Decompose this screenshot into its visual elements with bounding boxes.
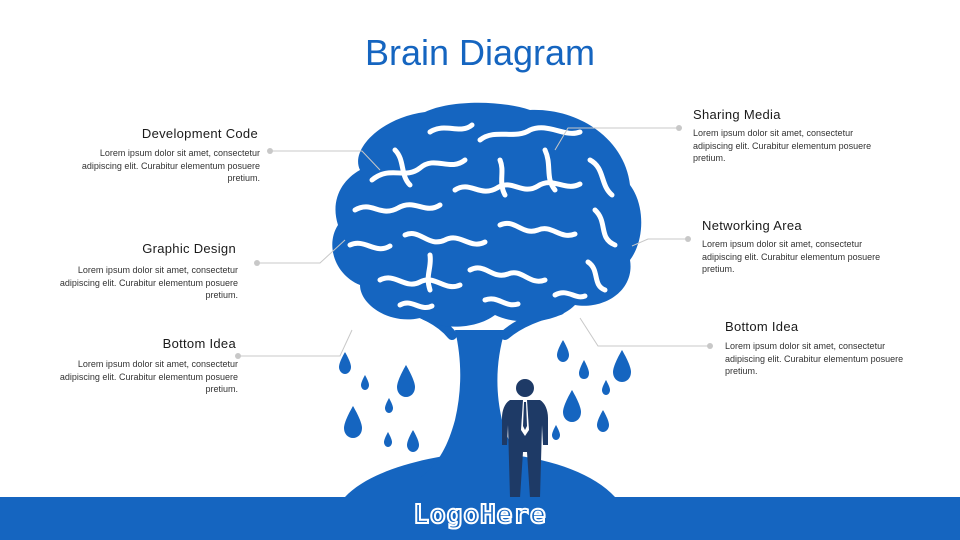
rain-drop	[384, 432, 392, 447]
label-body: Lorem ipsum dolor sit amet, consectetur …	[59, 265, 238, 300]
rain-drop	[407, 430, 419, 452]
brain-icon	[332, 102, 642, 327]
footer-bar	[0, 497, 960, 540]
label-development-code: Development Code Lorem ipsum dolor sit a…	[75, 126, 260, 185]
label-heading: Bottom Idea	[162, 336, 236, 351]
label-body: Lorem ipsum dolor sit amet, consectetur …	[81, 148, 260, 183]
logo-placeholder: LogoHere	[412, 499, 547, 531]
label-body: Lorem ipsum dolor sit amet, consectetur …	[59, 359, 238, 394]
rain-drop	[385, 398, 393, 413]
rain-drop	[602, 380, 610, 395]
rain-drop	[557, 340, 569, 362]
leader-dots	[235, 125, 713, 359]
tree-trunk	[420, 330, 540, 478]
label-networking-area: Networking Area Lorem ipsum dolor sit am…	[702, 218, 892, 276]
rain-drop	[613, 350, 631, 382]
rain-drop	[579, 360, 589, 379]
label-sharing-media: Sharing Media Lorem ipsum dolor sit amet…	[693, 107, 883, 165]
label-bottom-idea-right: Bottom Idea Lorem ipsum dolor sit amet, …	[725, 319, 915, 378]
label-heading: Sharing Media	[693, 107, 781, 122]
label-body: Lorem ipsum dolor sit amet, consectetur …	[693, 128, 872, 163]
label-heading: Development Code	[141, 126, 258, 141]
rain-drop	[397, 365, 415, 397]
label-heading: Bottom Idea	[725, 319, 799, 334]
rain-drop	[361, 375, 369, 390]
label-graphic-design: Graphic Design Lorem ipsum dolor sit ame…	[55, 241, 238, 302]
label-heading: Networking Area	[702, 218, 802, 233]
rain-drop	[344, 406, 362, 438]
label-body: Lorem ipsum dolor sit amet, consectetur …	[725, 341, 904, 376]
rain-drop	[339, 352, 351, 374]
rain-drop	[552, 425, 560, 440]
rain-drop	[597, 410, 609, 432]
label-body: Lorem ipsum dolor sit amet, consectetur …	[702, 239, 881, 274]
label-bottom-idea-left: Bottom Idea Lorem ipsum dolor sit amet, …	[55, 336, 238, 396]
businessman-figure	[502, 379, 548, 498]
label-heading: Graphic Design	[142, 241, 236, 256]
page-title: Brain Diagram	[364, 32, 596, 73]
leader-lines	[238, 127, 710, 357]
rain-drops	[339, 340, 631, 452]
rain-drop	[563, 390, 581, 422]
